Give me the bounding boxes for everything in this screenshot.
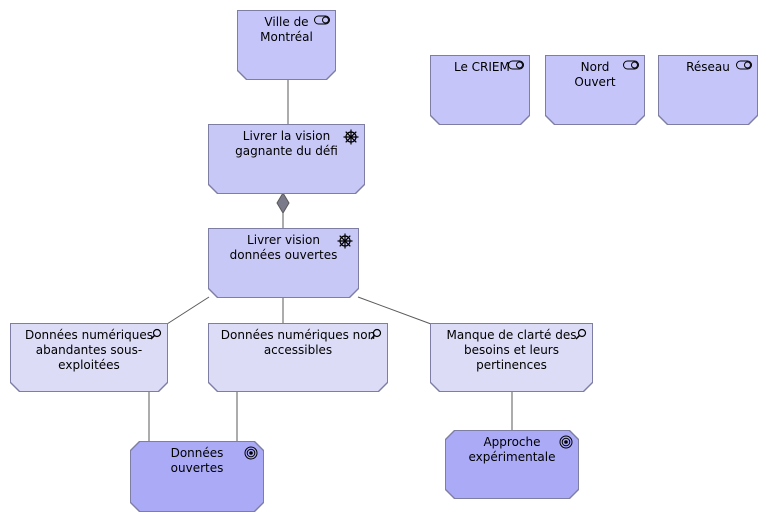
node-label: Livrer la vision gagnante du défi (235, 129, 338, 158)
stakeholder-reseau[interactable]: Réseau (658, 55, 758, 125)
node-label: Manque de clarté des besoins et leurs pe… (446, 328, 577, 372)
toggle-icon (736, 60, 752, 70)
assessment-manque-de-clarte[interactable]: Manque de clarté des besoins et leurs pe… (430, 323, 593, 392)
stakeholder-le-criem[interactable]: Le CRIEM (430, 55, 530, 125)
toggle-icon (508, 60, 524, 70)
toggle-icon (623, 60, 639, 70)
node-label: Livrer vision données ouvertes (229, 233, 338, 262)
stakeholder-nord-ouvert[interactable]: Nord Ouvert (545, 55, 645, 125)
node-label: Réseau (686, 60, 730, 74)
magnifier-icon (150, 328, 162, 340)
node-label: Ville de Montréal (260, 15, 313, 44)
goal-livrer-vision-gagnante[interactable]: Livrer la vision gagnante du défi (208, 124, 365, 194)
node-label: Données numériques non accessibles (220, 328, 376, 357)
outcome-approche-experimentale[interactable]: Approche expérimentale (445, 430, 579, 499)
toggle-icon (314, 15, 330, 25)
goal-livrer-vision-donnees[interactable]: Livrer vision données ouvertes (208, 228, 359, 298)
target-icon (244, 446, 258, 460)
magnifier-icon (575, 328, 587, 340)
stakeholder-ville-de-montreal[interactable]: Ville de Montréal (237, 10, 336, 80)
outcome-donnees-ouvertes[interactable]: Données ouvertes (130, 441, 264, 512)
connector-donnees-to-abandon (166, 296, 210, 325)
node-label: Données ouvertes (170, 446, 224, 475)
assessment-donnees-abandantes[interactable]: Données numériques abandantes sous- expl… (10, 323, 168, 392)
node-label: Nord Ouvert (574, 60, 616, 89)
wheel-icon (343, 129, 359, 145)
wheel-icon (337, 233, 353, 249)
target-icon (559, 435, 573, 449)
magnifier-icon (370, 328, 382, 340)
node-label: Le CRIEM (454, 60, 510, 74)
assessment-donnees-non-accessibles[interactable]: Données numériques non accessibles (208, 323, 388, 392)
composition-diamond (276, 192, 290, 214)
node-label: Données numériques abandantes sous- expl… (24, 328, 154, 372)
connector-donnees-to-manque (357, 296, 432, 325)
node-label: Approche expérimentale (468, 435, 556, 464)
